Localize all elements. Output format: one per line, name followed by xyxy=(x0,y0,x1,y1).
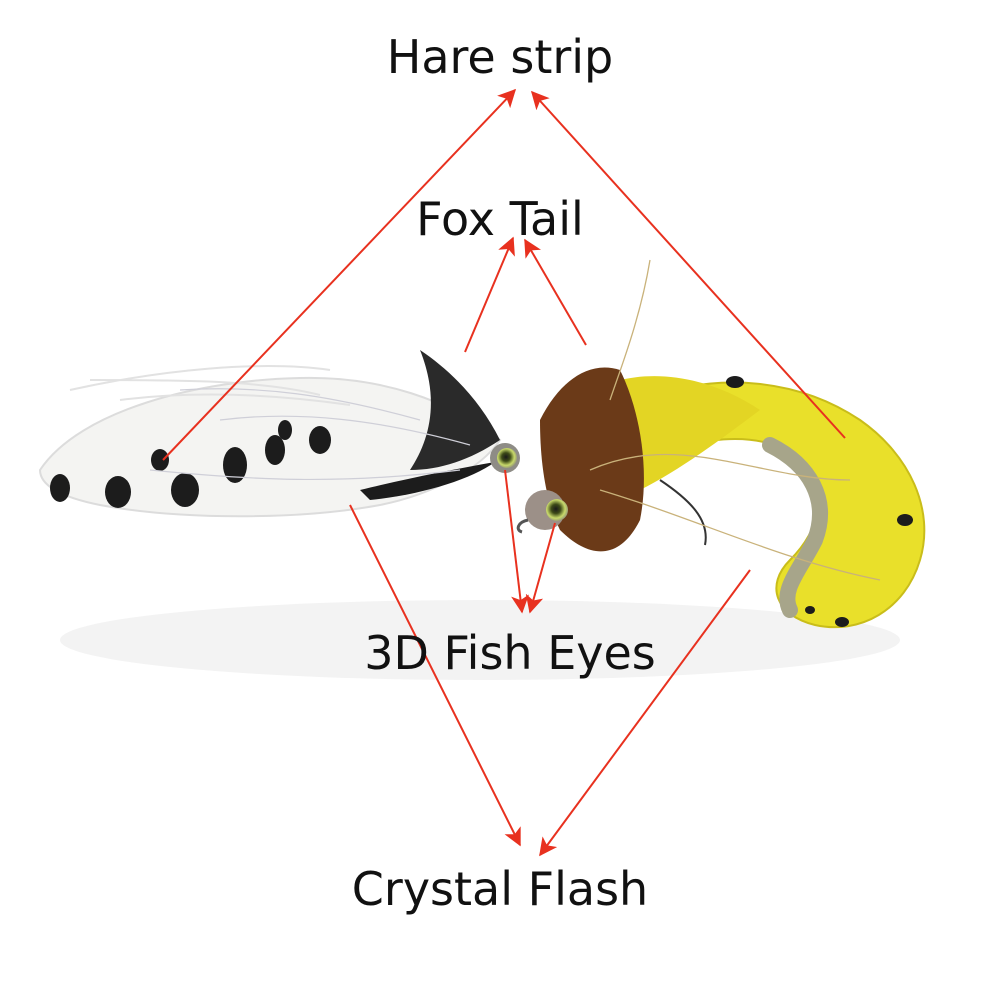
yellow-zonker-fly xyxy=(516,259,926,629)
white-fly-black-bars xyxy=(50,420,331,508)
arrow-fox-tail-left xyxy=(464,236,515,353)
arrow-fish-eyes-right xyxy=(525,522,556,614)
arrow-crystal-flash-left xyxy=(349,504,521,847)
arrow-hare-strip-left xyxy=(162,88,517,461)
white-fly-black-collar xyxy=(410,350,500,470)
arrow-fox-tail-right xyxy=(524,238,587,346)
label-hare-strip: Hare strip xyxy=(386,30,614,84)
arrow-fish-eyes-left xyxy=(504,469,529,614)
yellow-fly-black-spots xyxy=(726,376,913,627)
white-fly-flash xyxy=(149,388,471,481)
label-3d-fish-eyes: 3D Fish Eyes xyxy=(364,626,656,680)
yellow-fly-hook-eye xyxy=(516,518,529,534)
white-fly-black-belly xyxy=(360,462,495,500)
yellow-fly-flash xyxy=(589,259,881,581)
label-fox-tail: Fox Tail xyxy=(416,192,584,246)
table-shadow xyxy=(60,600,900,680)
white-fly-upper-fibers xyxy=(69,365,351,406)
yellow-fly-hare-skin xyxy=(762,437,828,618)
label-crystal-flash: Crystal Flash xyxy=(351,862,649,916)
annotation-arrows xyxy=(162,88,846,857)
yellow-fly-3d-eye xyxy=(546,499,568,521)
arrow-hare-strip-right xyxy=(530,90,846,439)
yellow-fly-hook xyxy=(659,479,707,546)
white-fly-3d-eye xyxy=(497,448,517,468)
white-zonker-fly xyxy=(38,350,520,518)
arrow-crystal-flash-right xyxy=(539,569,751,857)
